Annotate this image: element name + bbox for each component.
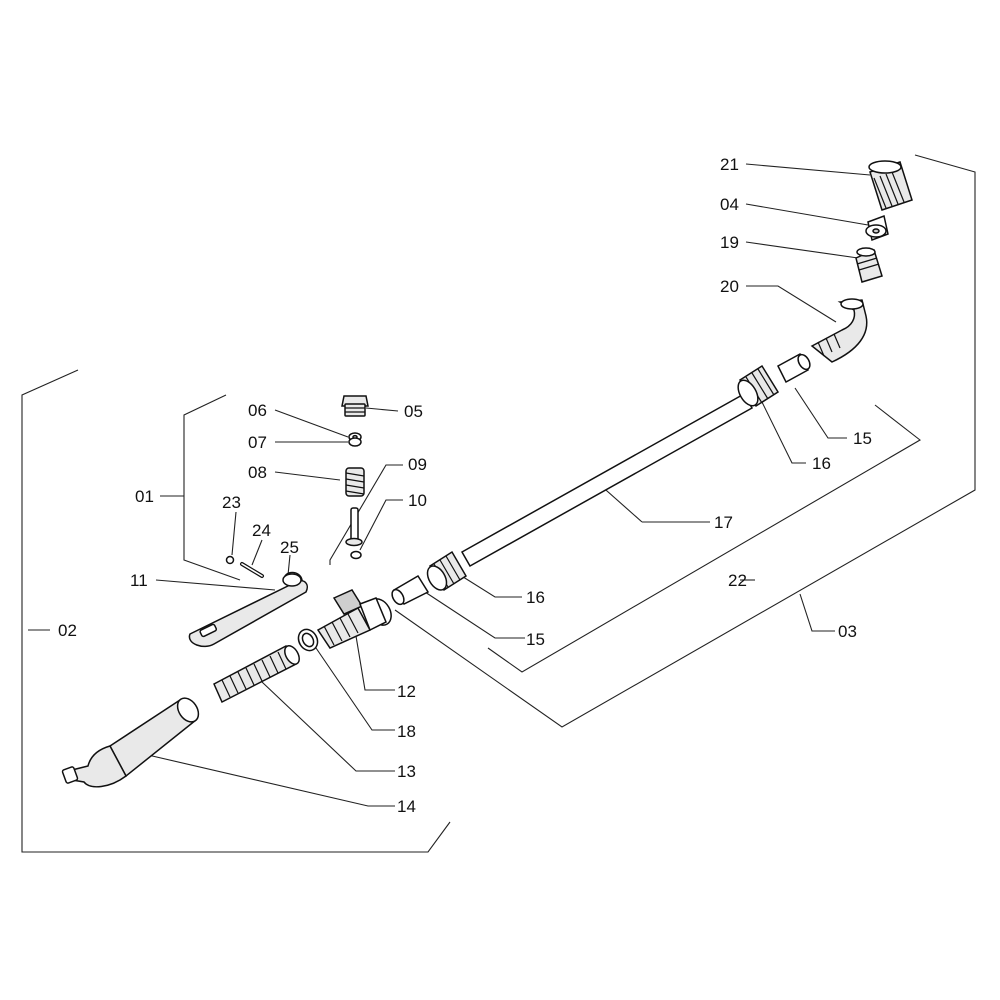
label-20: 20 (720, 277, 739, 296)
part-13-coil-spring (213, 644, 300, 704)
part-25-lever-knob (282, 573, 302, 587)
label-24: 24 (252, 521, 271, 540)
group-bracket-22 (487, 404, 921, 673)
label-15-upper: 15 (853, 429, 872, 448)
group-bracket-03 (394, 154, 976, 728)
part-12-valve-body (316, 589, 392, 649)
part-14-handle-tube (61, 697, 200, 788)
label-14: 14 (397, 797, 416, 816)
part-05-valve-cap (341, 395, 369, 417)
label-03: 03 (838, 622, 857, 641)
part-23-retaining-clip (225, 555, 235, 565)
part-10-seal (350, 550, 362, 560)
leader-lines (28, 163, 871, 807)
label-17: 17 (714, 513, 733, 532)
label-02: 02 (58, 621, 77, 640)
part-16-ring-nut-lower (426, 550, 468, 592)
label-22: 22 (728, 571, 747, 590)
label-01: 01 (135, 487, 154, 506)
label-12: 12 (397, 682, 416, 701)
label-23: 23 (222, 493, 241, 512)
label-05: 05 (404, 402, 423, 421)
part-21-nozzle-cap (868, 160, 913, 211)
part-04-nozzle-tip (865, 214, 889, 242)
part-15-nipple-upper (777, 352, 811, 384)
part-18-o-ring (297, 628, 319, 652)
label-09: 09 (408, 455, 427, 474)
label-10: 10 (408, 491, 427, 510)
callout-labels: 21 04 19 20 05 06 07 08 09 10 01 23 24 2… (58, 155, 872, 816)
part-17-lance-tube (460, 392, 754, 568)
group-bracket-01 (183, 394, 241, 581)
group-bracket-02 (21, 369, 451, 853)
label-06: 06 (248, 401, 267, 420)
label-25: 25 (280, 538, 299, 557)
label-07: 07 (248, 433, 267, 452)
part-08-valve-spring (345, 467, 365, 497)
part-24-pin (240, 562, 264, 578)
label-15-lower: 15 (526, 630, 545, 649)
label-08: 08 (248, 463, 267, 482)
label-04: 04 (720, 195, 739, 214)
label-16-lower: 16 (526, 588, 545, 607)
label-19: 19 (720, 233, 739, 252)
part-09-valve-stem (345, 507, 363, 547)
part-15-nipple-lower (391, 574, 430, 606)
part-16-ring-nut-upper (737, 364, 780, 408)
label-13: 13 (397, 762, 416, 781)
label-16-upper: 16 (812, 454, 831, 473)
label-21: 21 (720, 155, 739, 174)
part-20-elbow-fitting (810, 298, 868, 363)
part-19-nozzle-insert (855, 247, 883, 283)
part-07-washer (348, 437, 362, 447)
label-18: 18 (397, 722, 416, 741)
label-11: 11 (130, 571, 148, 590)
